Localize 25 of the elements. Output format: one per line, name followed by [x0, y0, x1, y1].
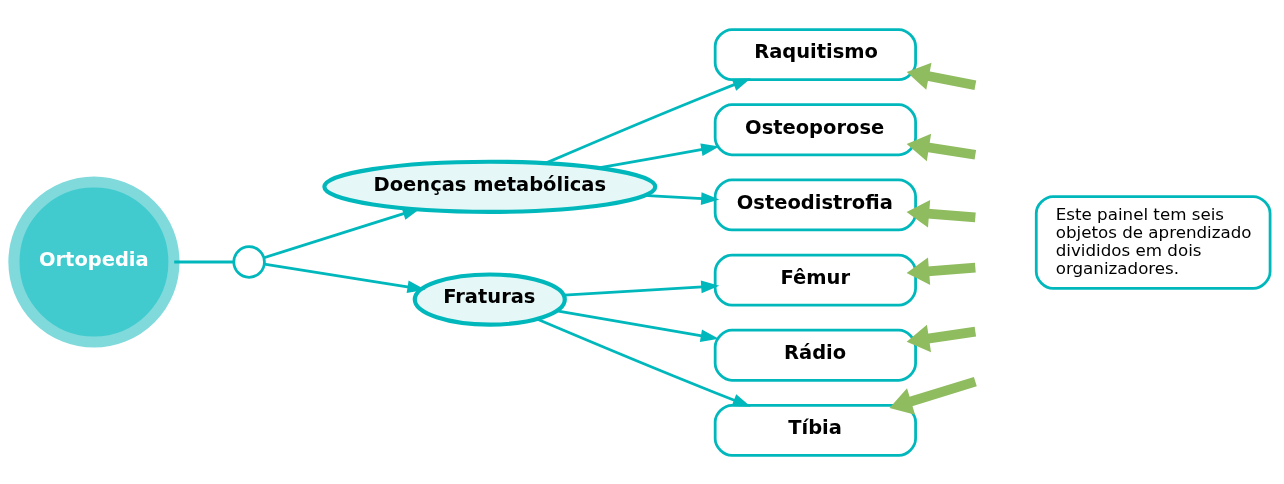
node-box: Osteoporose [713, 102, 917, 156]
arrow [598, 142, 720, 169]
node-box: Fêmur [713, 253, 917, 306]
arrow [906, 256, 976, 285]
arrow [536, 317, 751, 407]
node-ellipse: Doenças metabólicas [322, 159, 658, 214]
arrow [556, 309, 719, 342]
arrow [563, 280, 720, 297]
arrow [906, 324, 977, 352]
node-box: Raquitismo [713, 27, 917, 81]
node-ellipse: Fraturas [412, 271, 567, 327]
node-box: Tíbia [713, 403, 917, 457]
node-circle: Ortopedia [8, 175, 180, 348]
node-box: Rádio [713, 328, 917, 382]
node-box: Osteodistrofia [713, 178, 917, 231]
arrow [264, 262, 426, 293]
arrow [906, 62, 977, 90]
connector [174, 260, 234, 263]
node-box: Este painel tem seis objetos de aprendizado divididos em dois organizadores. [1034, 194, 1272, 290]
arrow [889, 376, 977, 415]
arrow [545, 77, 751, 164]
arrow [906, 199, 976, 228]
arrow [645, 191, 720, 205]
arrow [906, 133, 977, 161]
node-circle [232, 244, 266, 279]
